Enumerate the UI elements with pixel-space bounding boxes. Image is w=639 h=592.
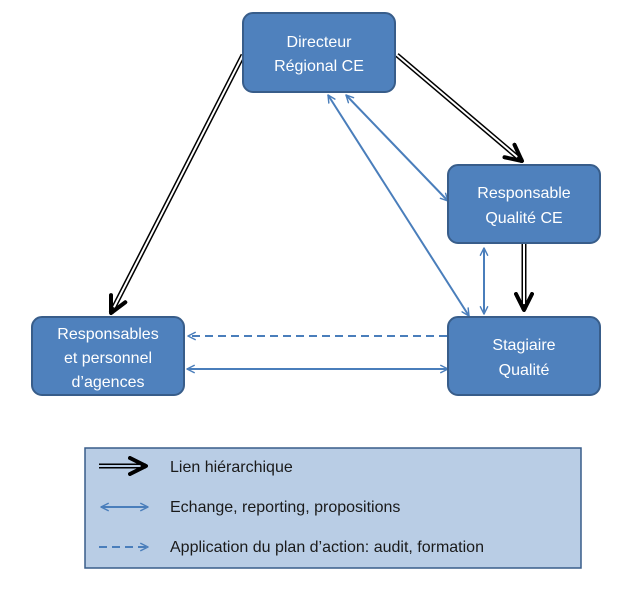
hierarchy-link-directeur-to-responsable-qualite: [395, 53, 524, 163]
node-responsable-qualite-line-2: Qualité CE: [485, 210, 562, 227]
exchange-link-directeur-stagiaire: [327, 94, 470, 317]
node-responsables-agences-line-2: et personnel: [64, 350, 152, 367]
node-responsables-agences-line-3: d’agences: [72, 374, 145, 391]
node-responsable-qualite-line-1: Responsable: [477, 185, 571, 202]
node-responsables-agences-line-1: Responsables: [57, 326, 158, 343]
legend: Lien hiérarchique Echange, reporting, pr…: [84, 447, 582, 569]
node-directeur-regional: Directeur Régional CE: [242, 12, 396, 93]
node-stagiaire-qualite: Stagiaire Qualité: [447, 316, 601, 396]
node-stagiaire-line-2: Qualité: [499, 362, 550, 379]
legend-hierarchy-label: Lien hiérarchique: [170, 459, 293, 476]
node-directeur-line-2: Régional CE: [274, 58, 364, 75]
node-responsables-agences: Responsables et personnel d’agences: [31, 316, 185, 396]
node-directeur-line-1: Directeur: [287, 34, 353, 51]
legend-exchange-label: Echange, reporting, propositions: [170, 499, 400, 516]
hierarchy-link-directeur-to-responsables-agences: [108, 53, 246, 315]
exchange-links: [186, 94, 489, 374]
node-stagiaire-line-1: Stagiaire: [492, 337, 555, 354]
node-responsable-qualite: Responsable Qualité CE: [447, 164, 601, 244]
legend-application-label: Application du plan d’action: audit, for…: [170, 539, 484, 556]
